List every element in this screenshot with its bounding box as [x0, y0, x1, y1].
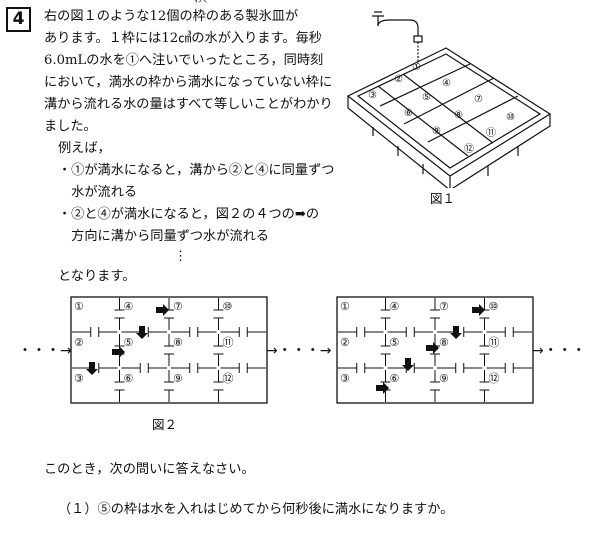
grid-left-cell-4: ④ — [124, 300, 134, 313]
grid-right-cell-6: ⑥ — [390, 372, 400, 385]
grid-right-flow-arrow-icon — [472, 304, 485, 316]
grid-left-flow-arrow-icon — [86, 362, 98, 375]
grid-left-cell-2: ② — [74, 336, 84, 349]
grid-right-flow-arrow-icon — [376, 382, 389, 394]
grid-left-cell-5: ⑤ — [124, 336, 134, 349]
intro-line-2: あります。１枠には12㎤の水が入ります。毎秒 — [44, 31, 322, 46]
figure-2-grid-left: ① ② ③ ④ ⑤ ⑥ ⑦ ⑧ ⑨ ⑩ ⑪ ⑫ — [70, 296, 268, 404]
vertical-ellipsis: ⋮ — [174, 249, 188, 264]
ruby-reading: わく — [194, 0, 209, 4]
grid-right-cell-4: ④ — [390, 300, 400, 313]
fig1-cell-4: ④ — [442, 78, 451, 89]
grid-left-cell-6: ⑥ — [124, 372, 134, 385]
question-1: （１）⑤の枠は水を入れはじめてから何秒後に満水になりますか。 — [58, 502, 454, 517]
grid-right-cell-8: ⑧ — [439, 336, 449, 349]
conclusion-text: となります。 — [58, 269, 136, 284]
grid-left-flow-arrow-icon — [136, 326, 148, 339]
prompt-text: このとき，次の問いに答えなさい。 — [44, 462, 255, 477]
intro-line-5: 溝から流れる水の量はすべて等しいことがわかり — [44, 97, 333, 112]
grid-left-flow-arrow-icon — [156, 304, 169, 316]
fig1-cell-1: ① — [412, 62, 421, 73]
grid-left-cell-10: ⑩ — [223, 300, 233, 313]
fig1-cell-9: ⑨ — [432, 126, 441, 137]
fig1-cell-8: ⑧ — [454, 110, 463, 121]
grid-left-cell-12: ⑫ — [223, 372, 234, 385]
example-line-2: 水が流れる — [58, 185, 138, 200]
grid-left-cell-11: ⑪ — [223, 336, 234, 349]
example-line-3: ・②と④が満水になると，図２の４つの➡の — [58, 207, 320, 222]
ellipsis-middle: →・・・→ — [266, 343, 332, 359]
fig1-cell-3: ③ — [368, 90, 377, 101]
grid-right-cell-10: ⑩ — [489, 300, 499, 313]
grid-right-cell-3: ③ — [340, 372, 350, 385]
grid-left-flow-arrow-icon — [112, 346, 125, 358]
grid-right-cell-7: ⑦ — [439, 300, 449, 313]
grid-right-cell-1: ① — [340, 300, 350, 313]
figure-2-caption: 図２ — [152, 417, 178, 432]
ruby-kanji: わく枠 — [193, 0, 209, 28]
grid-left-cell-9: ⑨ — [173, 372, 183, 385]
fig1-cell-6: ⑥ — [404, 108, 413, 119]
intro-line-6: ました。 — [44, 119, 97, 134]
grid-right-cell-9: ⑨ — [439, 372, 449, 385]
fig1-cell-10: ⑩ — [506, 112, 515, 123]
grid-right-flow-arrow-icon — [426, 342, 439, 354]
fig1-cell-5: ⑤ — [422, 92, 431, 103]
grid-right-flow-arrow-icon — [450, 326, 462, 339]
fig1-cell-11: ⑪ — [486, 127, 496, 139]
question-number: 4 — [6, 7, 31, 32]
figure-2-grid-right: ① ② ③ ④ ⑤ ⑥ ⑦ ⑧ ⑨ ⑩ ⑪ ⑫ — [336, 296, 534, 404]
example-label: 例えば， — [58, 141, 111, 156]
figure-1-caption: 図１ — [430, 191, 456, 206]
grid-right-flow-arrow-icon — [402, 358, 414, 371]
grid-right-cell-12: ⑫ — [489, 372, 500, 385]
fig1-cell-2: ② — [394, 74, 403, 85]
grid-left-cell-1: ① — [74, 300, 84, 313]
grid-left-cell-3: ③ — [74, 372, 84, 385]
grid-right-cell-2: ② — [340, 336, 350, 349]
question-intro: 右の図１のような12個のわく枠のある製氷皿が あります。１枠には12㎤の水が入り… — [44, 0, 344, 138]
ellipsis-left: ・・・→ — [18, 343, 72, 359]
intro-line-1: 右の図１のような12個のわく枠のある製氷皿が — [44, 0, 344, 28]
grid-right-cell-5: ⑤ — [390, 336, 400, 349]
figure-1-ice-tray: ① ② ③ ④ ⑤ ⑥ ⑦ ⑧ ⑨ ⑩ ⑪ ⑫ — [346, 11, 552, 188]
example-line-1: ・①が満水になると，溝から②と④に同量ずつ — [58, 163, 335, 178]
grid-right-cell-11: ⑪ — [489, 336, 500, 349]
example-line-4: 方向に溝から同量ずつ水が流れる — [58, 229, 269, 244]
fig1-cell-7: ⑦ — [474, 94, 483, 105]
intro-line-4: において，満水の枠から満水になっていない枠に — [44, 75, 333, 90]
ellipsis-right: →・・・ — [532, 343, 586, 359]
grid-left-cell-7: ⑦ — [173, 300, 183, 313]
grid-left-cell-8: ⑧ — [173, 336, 183, 349]
fig1-cell-12: ⑫ — [464, 143, 474, 155]
intro-line-3: 6.0mLの水を①へ注いでいったところ，同時刻 — [44, 53, 324, 68]
